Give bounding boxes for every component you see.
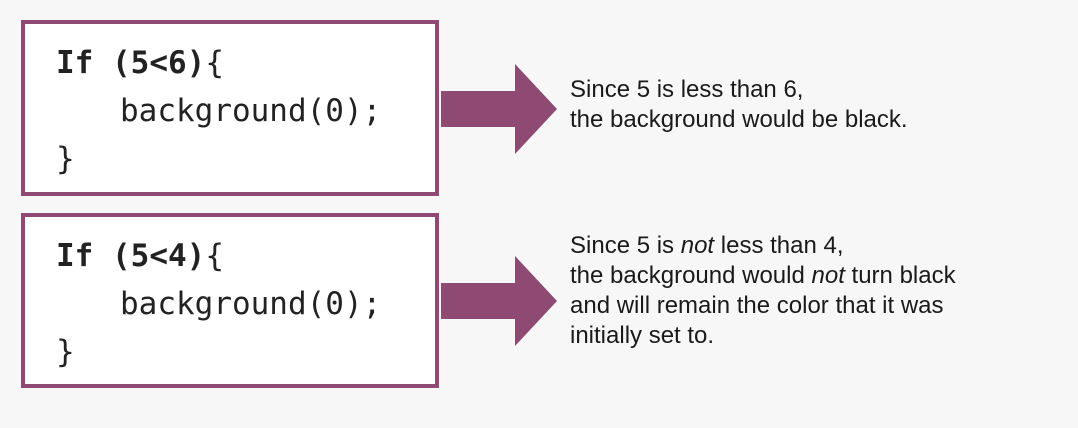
if-condition: (5<4) [112, 238, 206, 274]
code-box-2: If (5<4){ background(0); } [21, 213, 439, 388]
open-brace: { [205, 45, 224, 81]
text-segment: the background would [570, 262, 812, 289]
text-segment: turn black [844, 262, 956, 289]
explanation-1: Since 5 is less than 6, the background w… [570, 75, 908, 135]
explanation-1-line-1: Since 5 is less than 6, [570, 76, 804, 103]
code-line-close-brace: } [56, 334, 75, 370]
if-keyword: If [56, 45, 94, 81]
code-line-body: background(0); [120, 286, 382, 322]
text-segment: Since 5 is [570, 232, 681, 259]
emphasis-not: not [811, 262, 845, 289]
if-keyword: If [56, 238, 94, 274]
code-line-if: If (5<6){ [56, 48, 224, 79]
emphasis-not: not [680, 232, 715, 259]
right-arrow-icon [441, 256, 557, 346]
explanation-1-line-2: the background would be black. [570, 106, 908, 133]
explanation-2-line-2: the background would not turn black [570, 261, 956, 291]
explanation-2: Since 5 is not less than 4, the backgrou… [570, 231, 956, 351]
explanation-2-line-4: initially set to. [570, 322, 715, 349]
code-line-if: If (5<4){ [56, 241, 224, 272]
text-segment: less than 4, [714, 232, 844, 259]
code-line-body: background(0); [120, 93, 382, 129]
explanation-2-line-3: and will remain the color that it was [570, 292, 944, 319]
code-line-close-brace: } [56, 141, 75, 177]
right-arrow-icon [441, 64, 557, 154]
if-condition: (5<6) [112, 45, 206, 81]
code-box-1: If (5<6){ background(0); } [21, 20, 439, 196]
explanation-2-line-1: Since 5 is not less than 4, [570, 231, 956, 261]
open-brace: { [205, 238, 224, 274]
